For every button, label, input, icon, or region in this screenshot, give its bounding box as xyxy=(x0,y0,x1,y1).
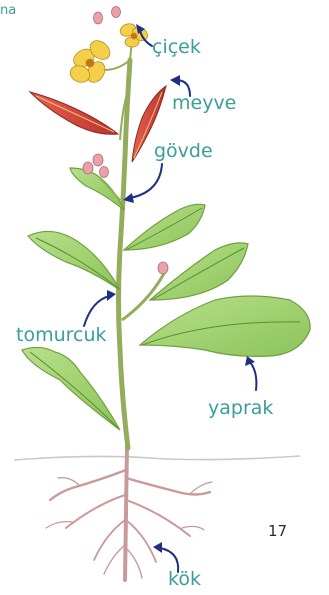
arrow-leaf xyxy=(250,362,256,390)
arrow-stem xyxy=(130,164,162,198)
page-number: 17 xyxy=(268,524,287,539)
top-fragment-text: na xyxy=(0,4,16,17)
leaf-upper-left xyxy=(70,168,124,210)
bud-cluster-top xyxy=(94,7,121,25)
label-leaf: yaprak xyxy=(208,399,273,418)
leaf-middle-right xyxy=(124,204,205,250)
label-stem: gövde xyxy=(154,142,213,161)
leaf-lower-left xyxy=(22,347,120,430)
leaf-lower-right xyxy=(140,296,310,356)
main-stem xyxy=(119,60,131,448)
label-fruit: meyve xyxy=(172,94,236,113)
label-flower: çiçek xyxy=(152,38,201,57)
flower-top xyxy=(118,22,149,47)
flower-main xyxy=(68,37,114,86)
bud-side xyxy=(158,262,168,274)
label-bud: tomurcuk xyxy=(16,326,107,345)
arrow-bud xyxy=(84,296,110,326)
ground-line xyxy=(14,456,300,460)
roots xyxy=(46,445,212,580)
label-root: kök xyxy=(168,570,201,589)
